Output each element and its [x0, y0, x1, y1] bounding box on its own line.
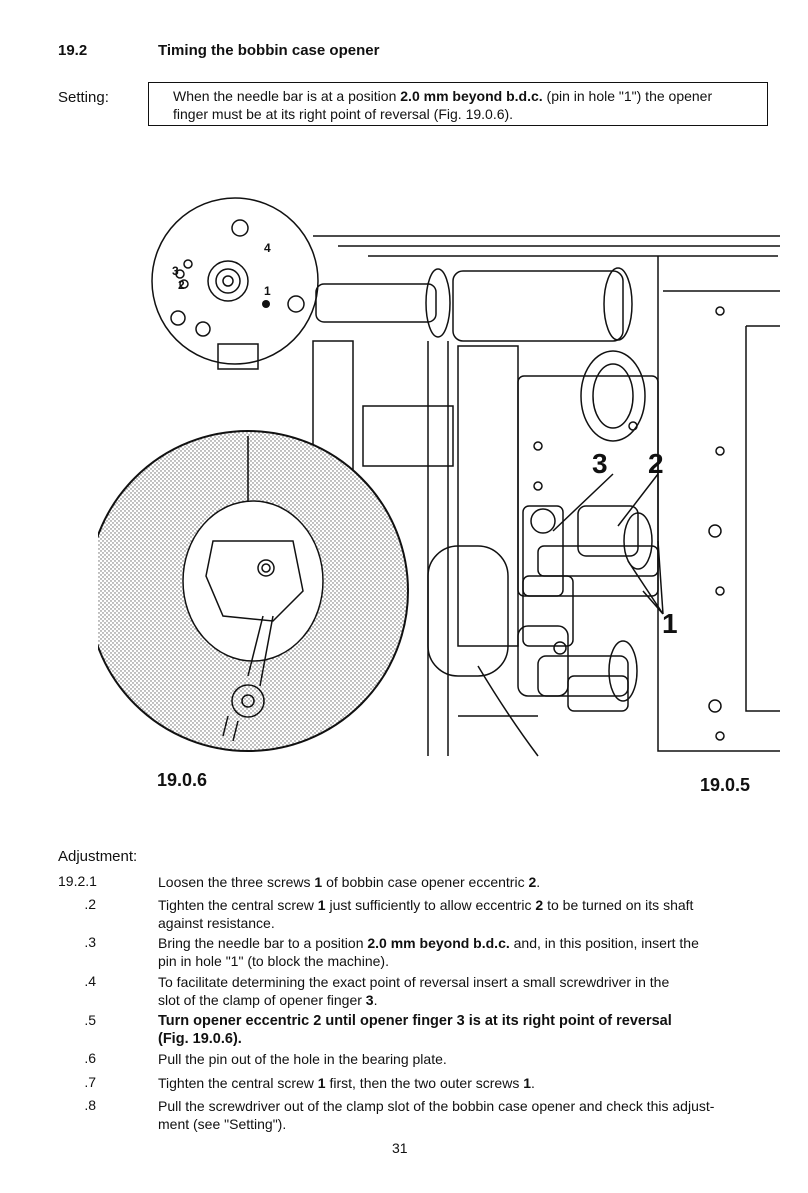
- page-number: 31: [392, 1140, 408, 1156]
- inset-label-1: 1: [264, 284, 271, 298]
- step-num: .8: [84, 1097, 96, 1113]
- figure-caption-right: 19.0.5: [700, 775, 751, 795]
- callout-3: 3: [592, 448, 608, 479]
- section-number: 19.2: [58, 42, 88, 59]
- inset-label-2: 2: [178, 278, 185, 292]
- callout-1: 1: [662, 608, 678, 639]
- step-num: .4: [84, 973, 96, 989]
- step-text: Tighten the central screw 1 just suffici…: [158, 897, 694, 931]
- step-text: Bring the needle bar to a position 2.0 m…: [158, 935, 699, 969]
- section-title: Timing the bobbin case opener: [158, 42, 380, 59]
- step-num: .6: [84, 1050, 96, 1066]
- callout-2: 2: [648, 448, 664, 479]
- step-num: .2: [84, 896, 96, 912]
- step-text: Loosen the three screws 1 of bobbin case…: [158, 874, 541, 890]
- setting-box: When the needle bar is at a position 2.0…: [148, 82, 768, 126]
- setting-text-1: When the needle bar is at a position: [173, 88, 401, 104]
- setting-label: Setting:: [58, 89, 109, 106]
- step-num: .5: [84, 1012, 96, 1028]
- adjustment-label: Adjustment:: [58, 848, 138, 865]
- figure-caption-left: 19.0.6: [157, 770, 208, 790]
- step-text: Turn opener eccentric 2 until opener fin…: [158, 1013, 672, 1047]
- step-text: To facilitate determining the exact poin…: [158, 974, 670, 1008]
- inset-label-3: 3: [172, 264, 179, 278]
- step-num: .3: [84, 934, 96, 950]
- step-text: Tighten the central screw 1 first, then …: [158, 1075, 535, 1091]
- machine-illustration: [98, 197, 780, 757]
- setting-text-3: finger must be at its right point of rev…: [173, 106, 514, 122]
- step-num: .7: [84, 1074, 96, 1090]
- setting-text-bold: 2.0 mm beyond b.d.c.: [400, 88, 543, 104]
- step-text: Pull the pin out of the hole in the bear…: [158, 1051, 447, 1067]
- inset-label-4: 4: [264, 241, 271, 255]
- step-num: 19.2.1: [58, 873, 97, 889]
- setting-text-2: (pin in hole "1") the opener: [542, 88, 713, 104]
- step-text: Pull the screwdriver out of the clamp sl…: [158, 1098, 715, 1132]
